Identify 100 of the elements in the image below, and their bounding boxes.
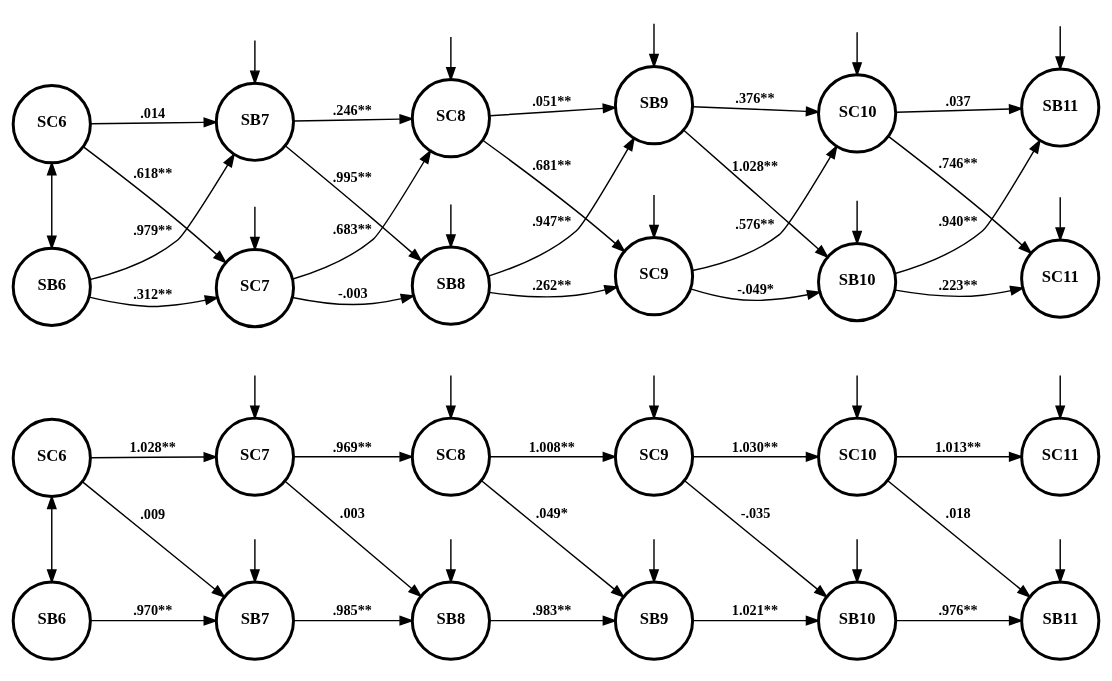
- edge-label: -.049*: [737, 280, 774, 297]
- arrow: [445, 538, 457, 584]
- edge-label: .014: [140, 104, 166, 121]
- edge-label: .312**: [133, 285, 173, 302]
- arrow: [249, 205, 261, 251]
- arrow: [487, 135, 636, 277]
- arrow: [284, 480, 423, 598]
- arrow: [249, 538, 261, 584]
- node-circle: SB11: [1020, 580, 1101, 661]
- edge-label: .683**: [332, 220, 372, 237]
- arrow: [683, 479, 829, 598]
- arrow: [648, 374, 660, 420]
- edge-label: 1.030**: [731, 438, 779, 454]
- arrow: [249, 39, 261, 85]
- arrow: [292, 148, 432, 280]
- edge-label: .983**: [532, 601, 572, 618]
- arrow: [445, 374, 457, 420]
- arrow: [894, 285, 1025, 297]
- arrow: [886, 479, 1032, 598]
- edge-label: .576**: [735, 215, 775, 232]
- edge-label: .976**: [938, 601, 978, 618]
- arrow: [691, 144, 838, 271]
- edge-label: .979**: [133, 221, 173, 238]
- arrow: [851, 30, 863, 77]
- arrow: [293, 113, 415, 124]
- edge-label: .681**: [532, 156, 572, 173]
- edge-label: .746**: [938, 154, 978, 171]
- arrow: [90, 615, 219, 626]
- edge-label: .970**: [133, 601, 173, 618]
- arrow: [648, 538, 660, 584]
- arrow: [851, 199, 863, 246]
- edge-label: 1.021**: [731, 601, 779, 618]
- edge-label: .003: [339, 504, 365, 521]
- arrow: [88, 294, 220, 307]
- edge-label: .940**: [938, 212, 978, 229]
- arrow: [82, 145, 228, 264]
- node-circle: SB7: [214, 580, 295, 661]
- arrow: [89, 152, 236, 280]
- node-circle: SB6: [11, 580, 92, 661]
- edge-label: .985**: [332, 601, 372, 618]
- edge-label: .246**: [332, 101, 372, 118]
- arrow: [689, 287, 822, 301]
- arrow: [648, 193, 660, 240]
- node-circle: SC11: [1020, 416, 1101, 497]
- edge-label: .049*: [535, 504, 568, 521]
- node-circle: SC6: [11, 417, 92, 498]
- edge-label: 1.008**: [528, 438, 575, 454]
- edge-label: .376**: [735, 89, 775, 106]
- arrow: [293, 615, 415, 626]
- arrow: [1055, 374, 1066, 420]
- arrow: [692, 615, 821, 626]
- arrow: [895, 103, 1024, 114]
- edge-label: -.003: [338, 284, 368, 301]
- arrow: [284, 144, 423, 262]
- node-circle: SC10: [817, 72, 898, 154]
- arrow: [1055, 25, 1066, 71]
- arrow: [1055, 196, 1066, 242]
- arrow: [489, 615, 618, 626]
- node-circle: SB7: [214, 81, 295, 162]
- node-circle: SC7: [214, 416, 295, 497]
- arrow: [851, 538, 863, 584]
- edge-label: .947**: [532, 212, 572, 229]
- arrow: [1055, 538, 1066, 584]
- edge-label: .995**: [332, 168, 372, 185]
- arrow: [894, 138, 1041, 274]
- node-circle: SC10: [817, 416, 898, 497]
- node-circle: SB10: [817, 241, 898, 322]
- node-circle: SB8: [410, 580, 491, 661]
- edge-label: .018: [945, 504, 971, 521]
- node-circle: SB9: [613, 64, 695, 145]
- arrow: [683, 129, 830, 258]
- arrow: [445, 35, 457, 82]
- arrow: [692, 451, 821, 462]
- arrow: [888, 135, 1033, 255]
- node-circle: SC8: [410, 77, 491, 158]
- arrow: [291, 293, 416, 305]
- node-circle: SB10: [817, 580, 898, 661]
- edge-label: .618**: [133, 164, 173, 181]
- node-circle: SC8: [410, 416, 491, 497]
- edge-label: .037: [945, 92, 971, 109]
- arrow: [249, 374, 261, 420]
- arrow: [488, 284, 619, 298]
- arrow: [851, 374, 863, 420]
- arrow: [482, 139, 627, 253]
- arrow: [293, 451, 415, 462]
- arrow: [81, 480, 226, 598]
- arrow: [90, 451, 219, 462]
- edge-label: .969**: [332, 438, 372, 454]
- node-circle: SC9: [613, 416, 695, 497]
- arrow: [489, 451, 618, 462]
- edge-label: 1.013**: [934, 438, 982, 454]
- edge-label: -.035: [740, 504, 771, 521]
- edge-label: .223**: [938, 276, 978, 293]
- arrow: [445, 203, 457, 249]
- arrow: [648, 22, 660, 69]
- node-circle: SB11: [1020, 66, 1101, 148]
- arrow: [692, 105, 821, 117]
- arrow: [489, 102, 618, 116]
- node-circle: SC6: [11, 83, 92, 164]
- node-circle: SB6: [11, 246, 92, 327]
